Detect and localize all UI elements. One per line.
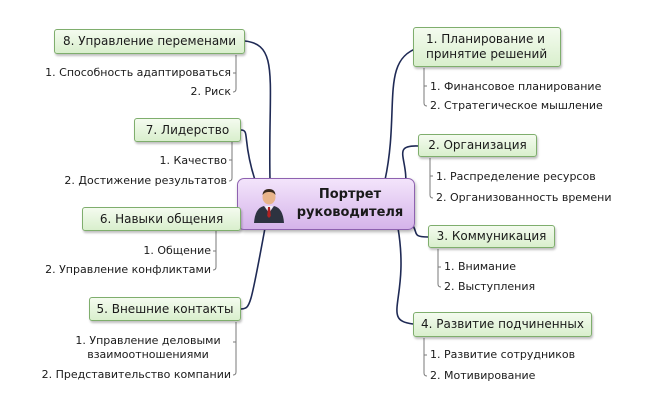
branch-node-external-contacts[interactable]: 5. Внешние контакты bbox=[89, 297, 241, 321]
sub-item-risk: 2. Риск bbox=[190, 85, 231, 98]
branch-node-communication[interactable]: 3. Коммуникация bbox=[428, 225, 555, 248]
branch-node-planning[interactable]: 1. Планирование и принятие решений bbox=[413, 27, 561, 67]
sub-item-conflict-management: 2. Управление конфликтами bbox=[45, 263, 211, 276]
branch-label: 6. Навыки общения bbox=[99, 211, 224, 226]
branch-node-communication-skills[interactable]: 6. Навыки общения bbox=[82, 207, 241, 231]
sub-item-resource-allocation: 1. Распределение ресурсов bbox=[436, 170, 596, 183]
connector-branch-7 bbox=[240, 129, 256, 181]
connector-branch-1 bbox=[384, 47, 419, 181]
sub-item-strategic-thinking: 2. Стратегическое мышление bbox=[430, 99, 603, 112]
central-node[interactable]: Портрет руководителя bbox=[237, 178, 415, 230]
sub-bracket-8 bbox=[232, 55, 237, 93]
sub-bracket-4 bbox=[423, 338, 428, 377]
sub-bracket-5 bbox=[232, 322, 237, 376]
branch-label: 8. Управление переменами bbox=[62, 34, 237, 48]
central-node-title: Портрет руководителя bbox=[296, 187, 404, 220]
branch-label: 5. Внешние контакты bbox=[96, 301, 234, 316]
branch-label: 4. Развитие подчиненных bbox=[421, 317, 584, 331]
sub-item-attention: 1. Внимание bbox=[444, 260, 517, 273]
branch-node-organization[interactable]: 2. Организация bbox=[418, 134, 537, 157]
sub-bracket-6 bbox=[212, 231, 217, 271]
branch-label: 1. Планирование и принятие решений bbox=[426, 32, 548, 61]
sub-item-time-management: 2. Организованность времени bbox=[436, 191, 612, 204]
sub-item-adaptability: 1. Способность адаптироваться bbox=[45, 66, 231, 79]
sub-bracket-2 bbox=[429, 158, 434, 199]
sub-item-staff-development: 1. Развитие сотрудников bbox=[430, 348, 576, 361]
sub-bracket-7 bbox=[228, 142, 233, 182]
branch-label: 3. Коммуникация bbox=[436, 229, 547, 243]
branch-label: 7. Лидерство bbox=[145, 122, 230, 137]
sub-item-company-representation: 2. Представительство компании bbox=[41, 368, 231, 381]
connector-branch-8 bbox=[244, 40, 272, 181]
sub-item-quality: 1. Качество bbox=[159, 154, 227, 167]
branch-node-change-management[interactable]: 8. Управление переменами bbox=[54, 29, 245, 54]
branch-label: 2. Организация bbox=[428, 138, 527, 152]
branch-node-leadership[interactable]: 7. Лидерство bbox=[134, 118, 241, 142]
connector-branch-5 bbox=[240, 227, 266, 310]
sub-bracket-1 bbox=[423, 68, 428, 107]
sub-item-presentations: 2. Выступления bbox=[444, 280, 536, 293]
sub-item-business-relations: 1. Управление деловыми взаимоотношениями bbox=[75, 334, 221, 361]
sub-item-motivation: 2. Мотивирование bbox=[430, 369, 536, 382]
sub-bracket-3 bbox=[437, 249, 442, 288]
connector-branch-4 bbox=[396, 227, 414, 325]
branch-node-subordinates[interactable]: 4. Развитие подчиненных bbox=[413, 312, 592, 337]
businessman-icon bbox=[254, 189, 284, 223]
sub-item-interaction: 1. Общение bbox=[143, 244, 211, 257]
sub-item-results: 2. Достижение результатов bbox=[64, 174, 227, 187]
sub-item-financial-planning: 1. Финансовое планирование bbox=[430, 80, 602, 93]
